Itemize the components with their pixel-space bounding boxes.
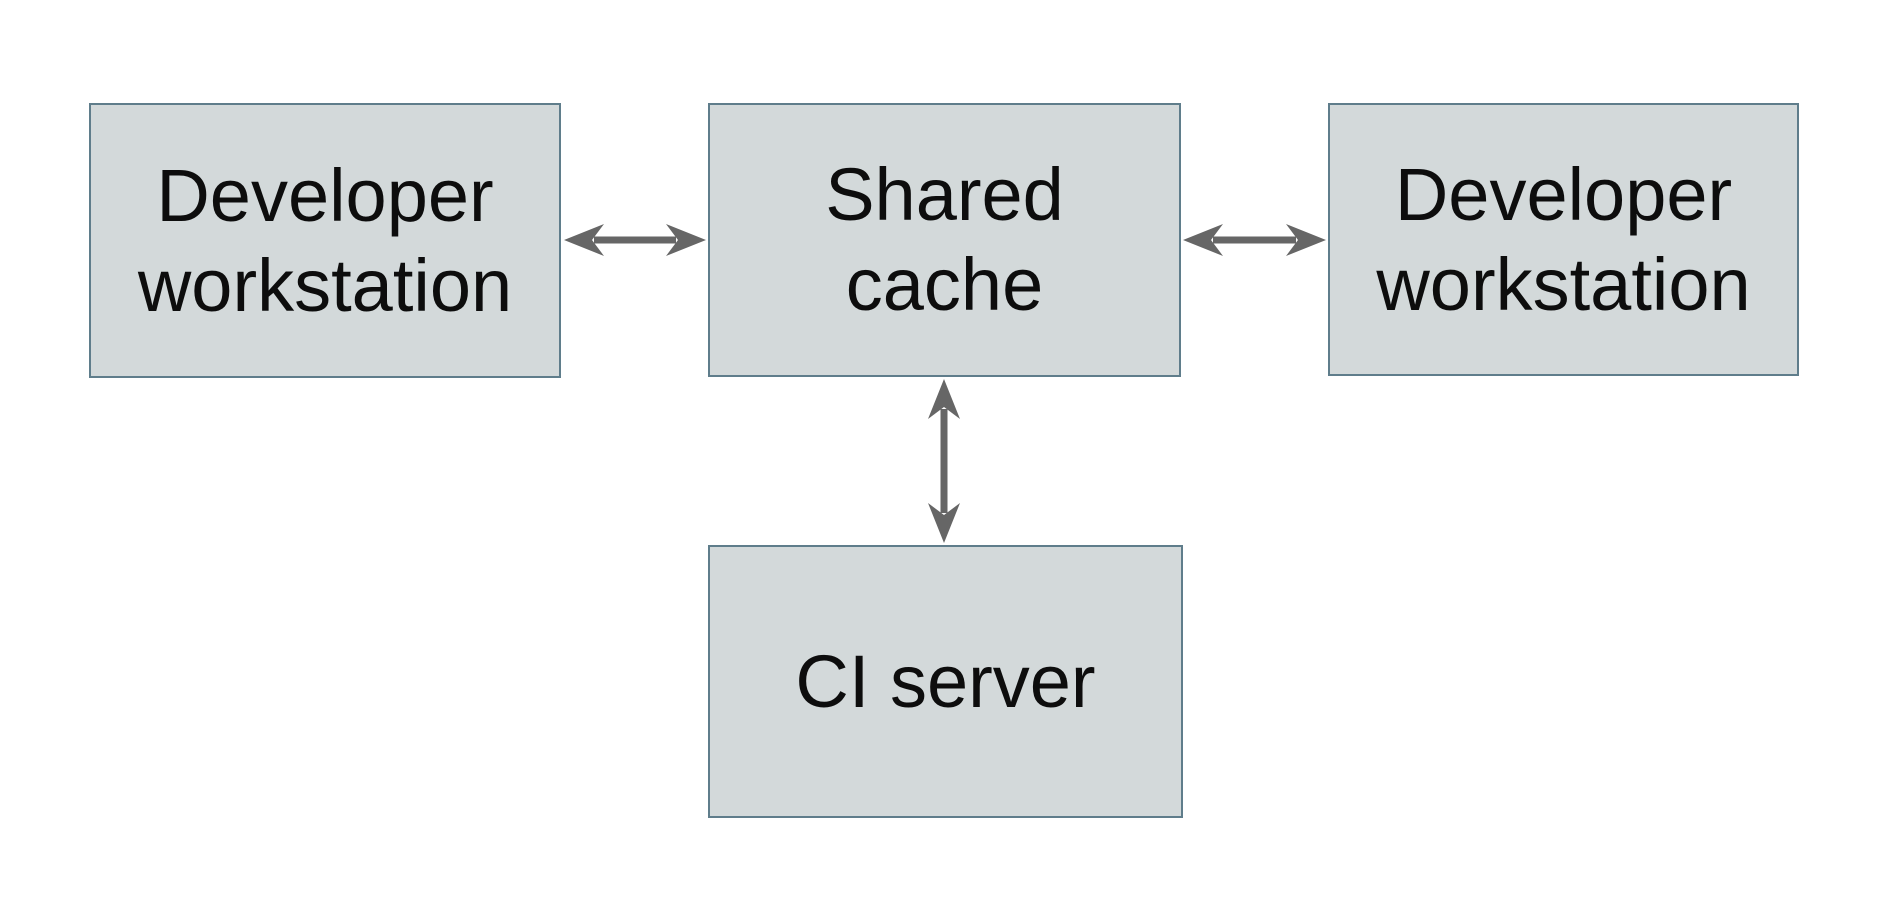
node-ci-server: CI server (708, 545, 1183, 818)
node-label: CI server (795, 639, 1096, 723)
node-developer-workstation-left: Developer workstation (89, 103, 561, 378)
node-shared-cache: Shared cache (708, 103, 1181, 377)
node-label: Shared cache (825, 153, 1064, 326)
node-label: Developer workstation (1376, 152, 1751, 326)
node-developer-workstation-right: Developer workstation (1328, 103, 1799, 376)
node-label: Developer workstation (137, 153, 513, 327)
